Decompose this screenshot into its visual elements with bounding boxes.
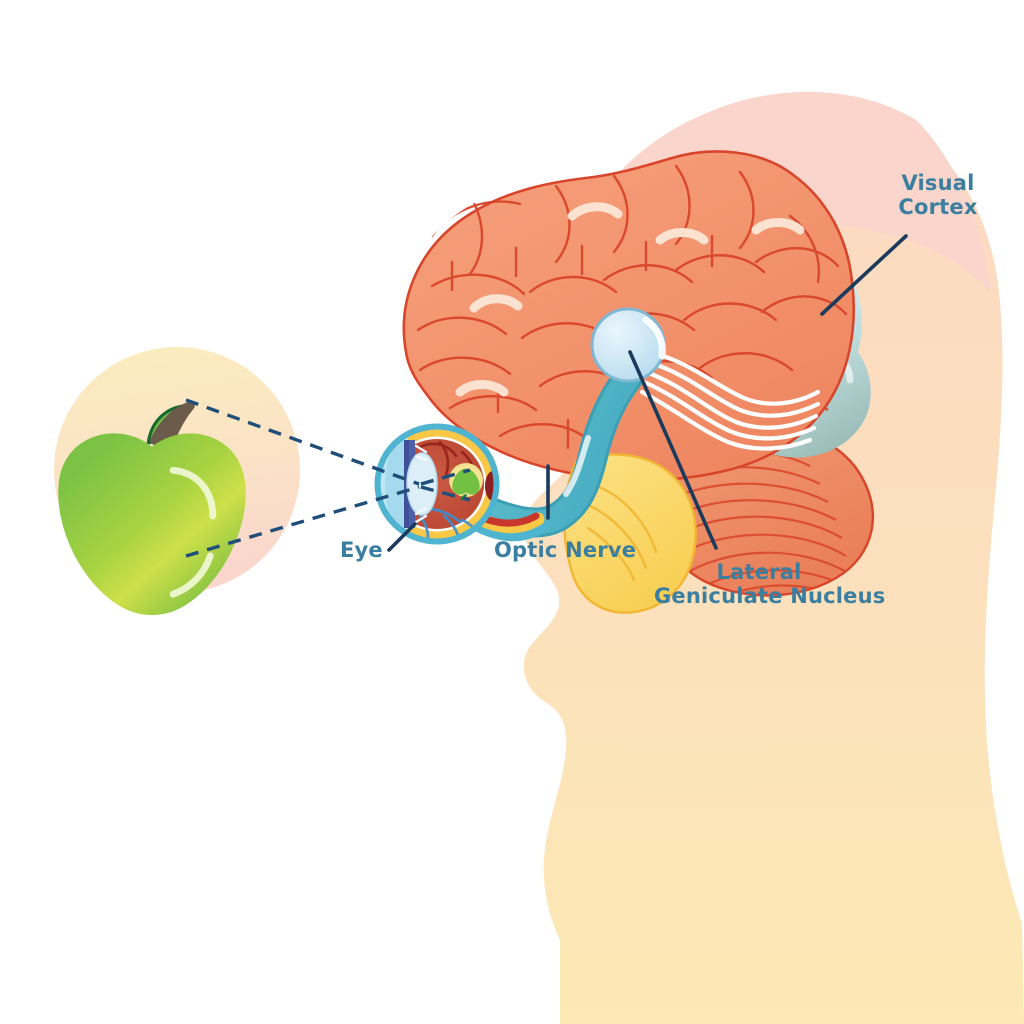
brainstem <box>563 453 697 614</box>
optic-radiation-fibers <box>639 349 821 451</box>
hair <box>458 91 990 419</box>
retinal-apple-image <box>452 468 480 501</box>
leader-eye <box>387 522 417 552</box>
eyeball <box>374 423 551 545</box>
light-ray-lines <box>185 398 471 558</box>
leader-visual-cortex <box>820 234 908 316</box>
label-visual-cortex: Visual Cortex <box>898 171 978 219</box>
label-optic-nerve: Optic Nerve <box>494 538 637 562</box>
leader-lgn <box>628 350 718 550</box>
lgn-sphere <box>590 307 666 383</box>
leader-lines <box>387 234 908 552</box>
apple <box>58 401 246 616</box>
label-eye: Eye <box>340 538 383 562</box>
label-lateral-geniculate-nucleus: Lateral Geniculate Nucleus <box>654 560 886 608</box>
